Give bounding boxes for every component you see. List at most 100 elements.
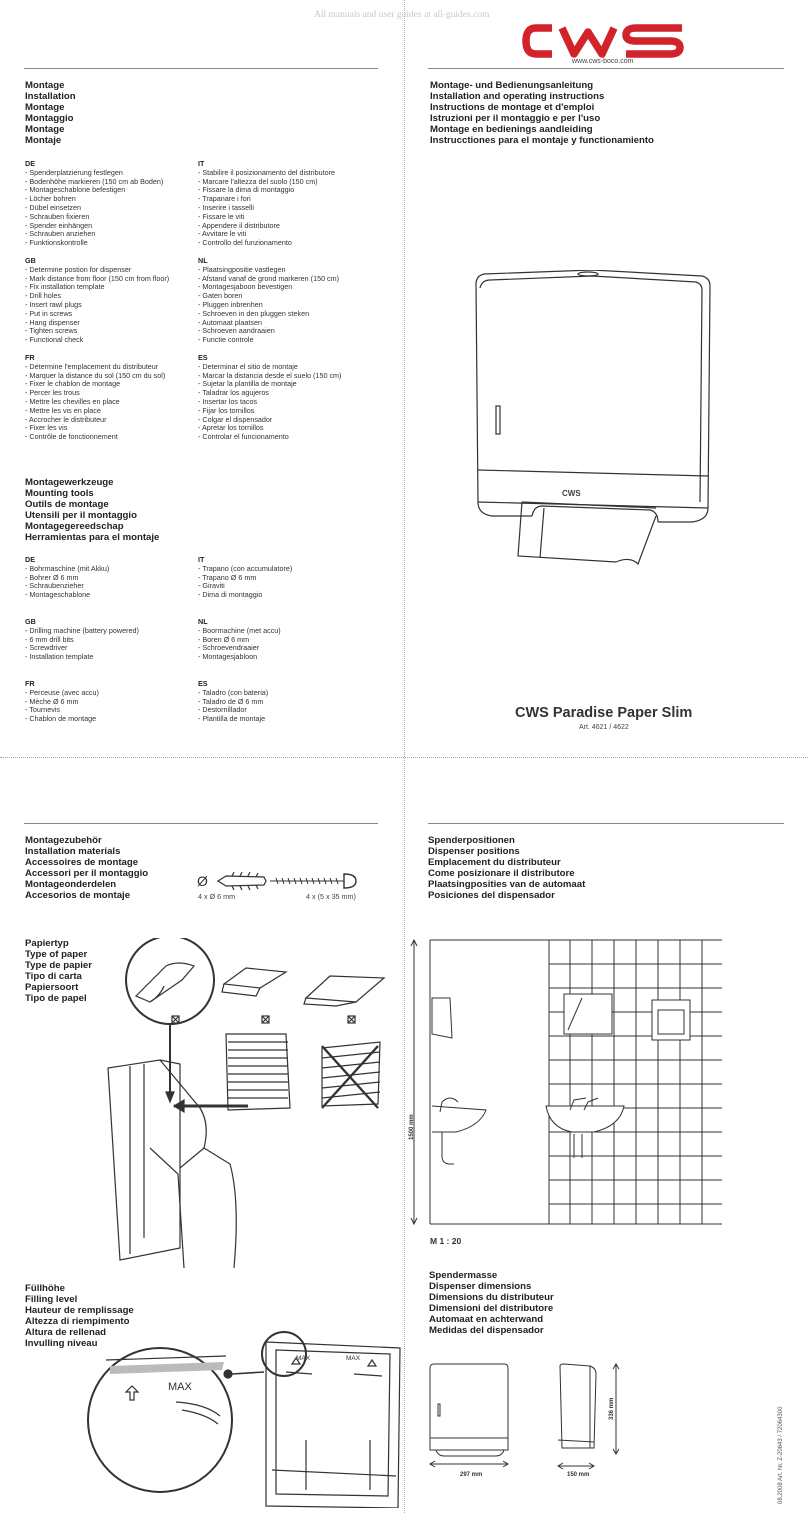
- list-item: - Trapano Ø 6 mm: [198, 572, 257, 582]
- title-line: Montaje: [25, 135, 62, 146]
- title-line: Montage: [25, 124, 65, 135]
- list-item: - Bodenhöhe markieren (150 cm ab Boden): [25, 176, 164, 186]
- height-dim-label: 336 mm: [609, 1398, 615, 1420]
- title-line: Altura de rellenad: [25, 1327, 107, 1338]
- language-code: ES: [198, 679, 208, 688]
- title-line: Istruzioni per il montaggio e per l'uso: [430, 113, 601, 124]
- list-item: - Schroeven aandraaien: [198, 326, 275, 336]
- list-item: - Accrocher le distributeur: [25, 414, 107, 424]
- title-line: Automaat en achterwand: [429, 1314, 544, 1325]
- filling-level-diagram: MAX MAX MAX: [87, 1331, 401, 1508]
- title-line: Invulling niveau: [25, 1338, 98, 1349]
- title-line: Come posizionare il distributore: [428, 868, 575, 879]
- filling-level-title-list: Füllhöhe Filling level Hauteur de rempli…: [25, 1283, 134, 1349]
- title-line: Dispenser dimensions: [429, 1281, 532, 1292]
- list-item: - Montageschablone: [25, 590, 91, 600]
- list-item: - Dima di montaggio: [198, 590, 263, 600]
- list-item: - Schroeven in den pluggen steken: [198, 308, 310, 318]
- title-line: Dimensions du distributeur: [429, 1292, 554, 1303]
- list-item: - Perceuse (avec accu): [25, 687, 99, 697]
- list-item: - Tournevis: [25, 705, 61, 715]
- list-item: - Bohrmaschine (mit Akku): [25, 563, 110, 573]
- title-line: Accesorios de montaje: [25, 890, 131, 901]
- scale-label: M 1 : 20: [430, 1236, 462, 1246]
- list-item: - Trapanare i fori: [198, 194, 251, 204]
- title-line: Type de papier: [25, 960, 92, 971]
- doc-code: 08.2008 Art. Nr. Z-20643 / 72064300: [778, 1406, 784, 1504]
- title-line: Spenderpositionen: [428, 835, 515, 846]
- list-item: - Tighten screws: [25, 326, 78, 336]
- plug-and-screw: Ø: [197, 871, 357, 891]
- list-item: - Contrôle de fonctionnement: [25, 432, 118, 442]
- list-item: - Montagesjaboon bevestigen: [198, 282, 293, 292]
- list-item: - Functie controle: [198, 335, 254, 345]
- watermark: All manuals and user guides at all-guide…: [314, 10, 490, 20]
- title-line: Tipo de papel: [25, 993, 87, 1004]
- list-item: - Taladro de Ø 6 mm: [198, 696, 264, 706]
- list-item: - Afstand vanaf de grond markeren (150 c…: [198, 273, 340, 283]
- tools-es: ES- Taladro (con bateria)- Taladro de Ø …: [198, 679, 269, 724]
- tools-gb: GB- Drilling machine (battery powered)- …: [25, 617, 139, 662]
- list-item: - Colgar el dispensador: [198, 414, 273, 424]
- title-line: Mounting tools: [25, 488, 94, 499]
- tools-it: IT- Trapano (con accumulatore)- Trapano …: [198, 555, 292, 600]
- dispenser-position-diagram: 1500 mm: [409, 938, 722, 1226]
- title-line: Plaatsingposities van de automaat: [428, 879, 586, 890]
- title-line: Instructions de montage et d'emploi: [430, 102, 595, 113]
- p2-right-rule: [428, 823, 784, 824]
- brand-url: www.cws-boco.com: [572, 58, 634, 65]
- wall-plug-icon: [216, 871, 267, 891]
- paper-type-title-list: Papiertyp Type of paper Type de papier T…: [25, 938, 92, 1004]
- install-steps-de: DE- Spenderplatzierung festlegen- Bodenh…: [25, 159, 164, 248]
- product-name: CWS Paradise Paper Slim: [515, 705, 693, 721]
- p1-left-rule: [24, 68, 378, 69]
- p1-title-list: Montage Installation Montage Montaggio M…: [25, 80, 76, 146]
- dispenser-illustration: CWS: [475, 270, 711, 566]
- manual-title-list: Montage- und Bedienungsanleitung Install…: [430, 80, 654, 146]
- list-item: - Inserire i tasselli: [198, 202, 254, 212]
- list-item: - Destornillador: [198, 705, 247, 715]
- list-item: - Boormachine (met accu): [198, 625, 281, 635]
- title-line: Installation and operating instructions: [430, 91, 605, 102]
- title-line: Posiciones del dispensador: [428, 890, 555, 901]
- list-item: - Marquer la distance du sol (150 cm du …: [25, 370, 166, 380]
- title-line: Herramientas para el montaje: [25, 532, 160, 543]
- dimensions-title-list: Spendermasse Dispenser dimensions Dimens…: [429, 1270, 554, 1336]
- tools-title-list: Montagewerkzeuge Mounting tools Outils d…: [25, 477, 159, 543]
- title-line: Hauteur de remplissage: [25, 1305, 134, 1316]
- list-item: - Détermine l'emplacement du distributeu…: [25, 361, 159, 371]
- tools-de: DE- Bohrmaschine (mit Akku)- Bohrer Ø 6 …: [25, 555, 110, 600]
- list-item: - Installation template: [25, 652, 94, 662]
- title-line: Montageonderdelen: [25, 879, 117, 890]
- title-line: Montaggio: [25, 113, 74, 124]
- language-code: DE: [25, 159, 35, 168]
- list-item: - Controlar el funcionamento: [198, 432, 289, 442]
- screw-icon: [270, 873, 357, 889]
- title-line: Dispenser positions: [428, 846, 520, 857]
- list-item: - Determinar el sitio de montaje: [198, 361, 298, 371]
- list-item: - Taladrar los agujeros: [198, 388, 269, 398]
- list-item: - Taladro (con bateria): [198, 687, 269, 697]
- title-line: Accessori per il montaggio: [25, 868, 149, 879]
- list-item: - Spender einhängen: [25, 220, 93, 230]
- install-steps-it: IT- Stabilire il posizionamento del dist…: [198, 159, 336, 248]
- list-item: - Stabilire il posizionamento del distri…: [198, 167, 336, 177]
- p1-right-rule: [428, 68, 784, 69]
- title-line: Emplacement du distributeur: [428, 857, 561, 868]
- max-label-left: MAX: [296, 1355, 311, 1362]
- list-item: - Insert rawl plugs: [25, 299, 82, 309]
- list-item: - Schrauben fixieren: [25, 211, 90, 221]
- positions-title-list: Spenderpositionen Dispenser positions Em…: [428, 835, 585, 901]
- list-item: - Dübel einsetzen: [25, 202, 81, 212]
- list-item: - 6 mm drill bits: [25, 634, 74, 644]
- title-line: Medidas del dispensador: [429, 1325, 544, 1336]
- dispenser-logo: CWS: [562, 489, 581, 498]
- list-item: - Percer les trous: [25, 388, 80, 398]
- height-label: 1500 mm: [409, 1114, 415, 1140]
- title-line: Installation materials: [25, 846, 121, 857]
- list-item: - Fissare la dima di montaggio: [198, 185, 295, 195]
- list-item: - Plantilla de montaje: [198, 714, 266, 724]
- plug-label: 4 x Ø 6 mm: [198, 892, 236, 901]
- list-item: - Fixer les vis: [25, 423, 68, 433]
- title-line: Altezza di riempimento: [25, 1316, 130, 1327]
